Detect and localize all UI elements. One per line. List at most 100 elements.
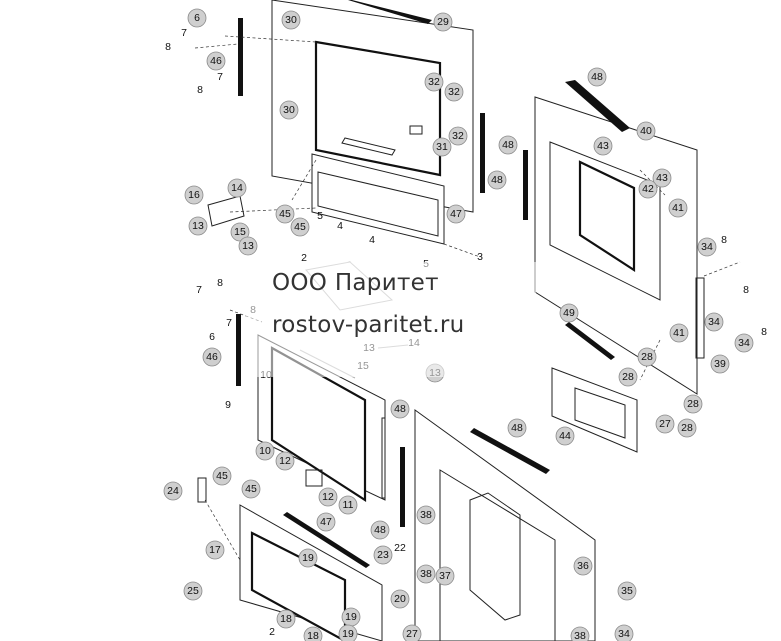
callout-label: 15	[234, 226, 246, 238]
callout-label: 29	[437, 16, 449, 28]
callout-29: 29	[433, 12, 453, 32]
callout-circle	[636, 121, 656, 141]
callout-27: 27	[402, 624, 422, 641]
callout-3: 3	[477, 251, 483, 263]
callout-28: 28	[677, 418, 697, 438]
callout-38: 38	[570, 626, 590, 641]
callout-48: 48	[507, 418, 527, 438]
seal-48-right	[565, 80, 630, 132]
callout-circle	[318, 487, 338, 507]
callout-48: 48	[390, 399, 410, 419]
callout-7: 7	[226, 317, 232, 329]
callout-circle	[587, 67, 607, 87]
callout-circle	[669, 323, 689, 343]
callout-label: 19	[345, 611, 357, 623]
callout-label: 19	[342, 628, 354, 640]
callout-circle	[241, 479, 261, 499]
callout-label: 42	[642, 183, 654, 195]
callout-label: 13	[242, 240, 254, 252]
callout-45: 45	[290, 217, 310, 237]
callout-6: 6	[187, 8, 207, 28]
callout-label: 7	[226, 317, 232, 329]
callout-34: 34	[734, 333, 754, 353]
callout-label: 6	[194, 12, 200, 24]
callout-6: 6	[209, 331, 215, 343]
callout-label: 48	[511, 422, 523, 434]
callout-46: 46	[202, 347, 222, 367]
callout-14: 14	[227, 178, 247, 198]
callout-label: 41	[672, 202, 684, 214]
callout-8: 8	[761, 326, 767, 338]
seal-48-vertical-thin	[381, 417, 386, 499]
callout-label: 17	[209, 544, 221, 556]
callout-28: 28	[637, 347, 657, 367]
hinge-39	[695, 277, 705, 359]
callout-circle	[704, 312, 724, 332]
callout-circle	[652, 168, 672, 188]
callout-circle	[163, 481, 183, 501]
callout-label: 43	[656, 172, 668, 184]
callout-label: 23	[377, 549, 389, 561]
callout-circle	[573, 556, 593, 576]
callout-label: 48	[394, 403, 406, 415]
callout-circle	[338, 495, 358, 515]
callout-45: 45	[212, 466, 232, 486]
callout-8: 8	[217, 277, 223, 289]
callout-circle	[298, 548, 318, 568]
callout-48: 48	[587, 67, 607, 87]
callout-circle	[316, 512, 336, 532]
callout-circle	[303, 626, 323, 641]
callout-label: 7	[217, 71, 223, 83]
callout-45: 45	[275, 204, 295, 224]
callout-label: 4	[369, 234, 375, 246]
callout-label: 36	[577, 560, 589, 572]
callout-circle	[338, 624, 358, 641]
callout-circle	[444, 82, 464, 102]
callout-label: 45	[216, 470, 228, 482]
callout-20: 20	[390, 589, 410, 609]
part-12-block	[305, 469, 323, 487]
callout-circle	[416, 564, 436, 584]
callout-label: 3	[477, 251, 483, 263]
callout-circle	[370, 520, 390, 540]
callout-34: 34	[704, 312, 724, 332]
glass-35	[439, 469, 556, 641]
callout-circle	[507, 418, 527, 438]
callout-label: 28	[622, 371, 634, 383]
callout-label: 22	[394, 542, 406, 554]
callout-7: 7	[217, 71, 223, 83]
callout-label: 32	[448, 86, 460, 98]
callout-label: 45	[279, 208, 291, 220]
callout-circle	[498, 135, 518, 155]
callout-circle	[487, 170, 507, 190]
callout-label: 37	[439, 570, 451, 582]
callout-label: 7	[181, 27, 187, 39]
handle-35	[469, 492, 521, 621]
callout-44: 44	[555, 426, 575, 446]
watermark-url: rostov-paritet.ru	[272, 312, 465, 338]
callout-label: 14	[231, 182, 243, 194]
callout-circle	[614, 624, 634, 641]
callout-8: 8	[743, 284, 749, 296]
callout-label: 32	[452, 130, 464, 142]
callout-35: 35	[617, 581, 637, 601]
callout-13: 13	[238, 236, 258, 256]
callout-8: 8	[197, 84, 203, 96]
callout-label: 7	[196, 284, 202, 296]
callout-circle	[183, 581, 203, 601]
callout-34: 34	[697, 237, 717, 257]
callout-circle	[184, 185, 204, 205]
callout-label: 44	[559, 430, 571, 442]
callout-11: 11	[338, 495, 358, 515]
callout-label: 43	[597, 140, 609, 152]
glass-40-frame	[578, 160, 636, 273]
callout-label: 38	[574, 630, 586, 641]
callout-5: 5	[317, 210, 323, 222]
callout-9: 9	[225, 399, 231, 411]
callout-circle	[677, 418, 697, 438]
callout-30: 30	[281, 10, 301, 30]
callout-circle	[655, 414, 675, 434]
callout-28: 28	[683, 394, 703, 414]
callout-label: 48	[491, 174, 503, 186]
